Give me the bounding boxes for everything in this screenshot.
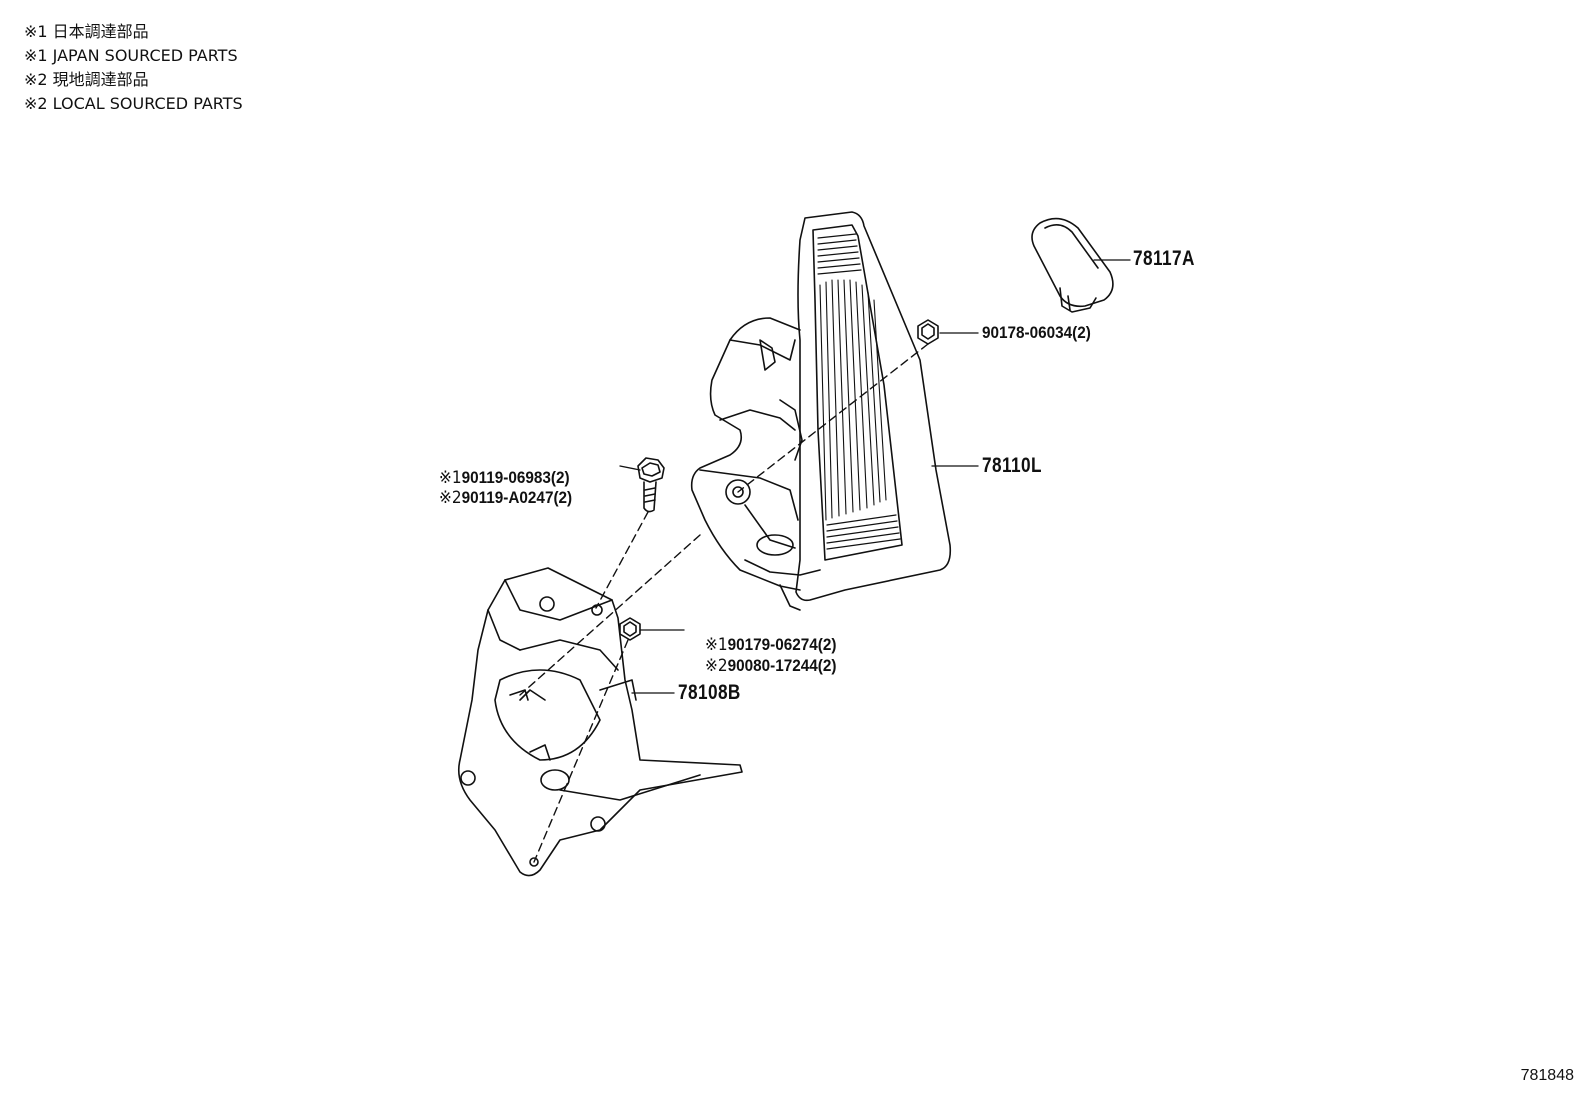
label-78108B: 78108B [678, 681, 741, 704]
part-90080-17244: 90080-17244(2) [727, 656, 837, 675]
assembly-guide-lines [519, 343, 929, 863]
label-78110L: 78110L [982, 454, 1042, 477]
label-78117A: 78117A [1133, 247, 1195, 270]
illustration-number: 781848 [1520, 1067, 1574, 1084]
note-japan-jp: ※1 日本調達部品 [24, 22, 149, 41]
accelerator-pedal-drawing [690, 211, 952, 611]
label-90178-06034: 90178-06034(2) [982, 323, 1091, 342]
nut-90178-drawing [917, 319, 939, 345]
sourcing-notes: ※1 日本調達部品 ※1 JAPAN SOURCED PARTS ※2 現地調達… [24, 20, 243, 116]
label-nut-local: ※290080-17244(2) [688, 636, 836, 696]
ref-mark-2: ※2 [705, 656, 728, 676]
ref-mark-1: ※1 [705, 635, 728, 655]
ref-mark-2: ※2 [439, 488, 462, 508]
part-90119-A0247: 90119-A0247(2) [461, 488, 573, 507]
pedal-bracket-drawing [457, 567, 743, 877]
note-japan-en: ※1 JAPAN SOURCED PARTS [24, 46, 238, 65]
bolt-90119-drawing [637, 457, 665, 513]
leader-lines [619, 259, 1131, 694]
ref-mark-1: ※1 [439, 468, 462, 488]
label-bolt-local: ※290119-A0247(2) [422, 468, 572, 528]
nut-90179-drawing [619, 617, 641, 641]
note-local-en: ※2 LOCAL SOURCED PARTS [24, 94, 243, 113]
label-nut-japan: ※190179-06274(2) [688, 615, 836, 675]
pedal-cover-drawing [1031, 217, 1114, 313]
label-bolt-japan: ※190119-06983(2) [422, 448, 570, 508]
part-90179-06274: 90179-06274(2) [727, 635, 837, 654]
part-90119-06983: 90119-06983(2) [461, 468, 570, 487]
note-local-jp: ※2 現地調達部品 [24, 70, 149, 89]
